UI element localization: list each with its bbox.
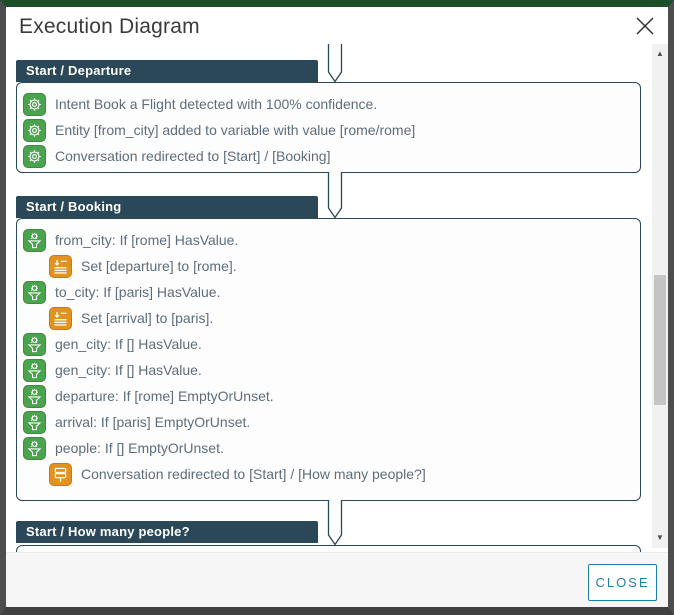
close-icon[interactable] [633,14,657,38]
section-box: Intent Book a Flight detected with 100% … [16,82,641,173]
set-value-icon [49,254,72,278]
dialog-title: Execution Diagram [19,15,200,38]
execution-step-text: arrival: If [paris] EmptyOrUnset. [55,414,251,430]
execution-step-row: arrival: If [paris] EmptyOrUnset. [23,409,634,435]
execution-step-row: gen_city: If [] HasValue. [23,331,634,357]
scrollbar[interactable]: ▲ ▼ [652,44,668,548]
execution-step-text: Conversation redirected to [Start] / [Ho… [81,466,426,482]
execution-step-text: Set [arrival] to [paris]. [81,310,214,326]
execution-step-text: departure: If [rome] EmptyOrUnset. [55,388,274,404]
section-header-start-departure: Start / Departure [16,60,318,82]
gear-icon [23,144,46,168]
section-box [16,545,641,552]
execution-step-text: Intent Book a Flight detected with 100% … [55,96,378,112]
execution-step-text: gen_city: If [] HasValue. [55,336,202,352]
execution-step-row: people: If [] EmptyOrUnset. [23,435,634,461]
section-header-start-how-many-people: Start / How many people? [16,521,318,543]
gear-icon [23,92,46,116]
execution-step-text: people: If [] EmptyOrUnset. [55,440,224,456]
execution-step-row: Entity [from_city] added to variable wit… [23,117,634,143]
execution-step-row: departure: If [rome] EmptyOrUnset. [23,383,634,409]
execution-step-row: Set [departure] to [rome]. [49,253,634,279]
set-value-icon [49,306,72,330]
execution-step-row: Intent Book a Flight detected with 100% … [23,91,634,117]
execution-step-row: from_city: If [rome] HasValue. [23,227,634,253]
execution-step-row: Conversation redirected to [Start] / [Bo… [23,143,634,169]
execution-step-text: Conversation redirected to [Start] / [Bo… [55,148,331,164]
dialog-header: Execution Diagram [6,7,668,44]
condition-filter-icon [23,384,46,408]
condition-filter-icon [23,228,46,252]
scroll-up-icon[interactable]: ▲ [656,49,664,58]
execution-step-text: Set [departure] to [rome]. [81,258,237,274]
scroll-down-icon[interactable]: ▼ [656,533,664,542]
execution-step-text: from_city: If [rome] HasValue. [55,232,239,248]
close-button[interactable]: CLOSE [588,564,657,601]
execution-step-row: gen_city: If [] HasValue. [23,357,634,383]
gear-icon [23,118,46,142]
redirect-signpost-icon [49,462,72,486]
section-header-start-booking: Start / Booking [16,196,318,218]
dialog-footer: CLOSE [6,552,668,607]
execution-step-row: Set [arrival] to [paris]. [49,305,634,331]
condition-filter-icon [23,280,46,304]
diagram-viewport: Start / Departure Intent Book a Flight d… [6,44,668,552]
execution-step-text: gen_city: If [] HasValue. [55,362,202,378]
execution-step-text: Entity [from_city] added to variable wit… [55,122,416,138]
scrollbar-thumb[interactable] [654,275,666,405]
flow-arrow-connector [327,44,343,83]
execution-step-row: to_city: If [paris] HasValue. [23,279,634,305]
condition-filter-icon [23,358,46,382]
section-box: from_city: If [rome] HasValue. Set [depar… [16,218,641,501]
execution-step-text: to_city: If [paris] HasValue. [55,284,221,300]
condition-filter-icon [23,436,46,460]
execution-step-row: Conversation redirected to [Start] / [Ho… [49,461,634,487]
condition-filter-icon [23,332,46,356]
flow-arrow-connector [327,172,343,219]
flow-arrow-connector [327,500,343,546]
condition-filter-icon [23,410,46,434]
